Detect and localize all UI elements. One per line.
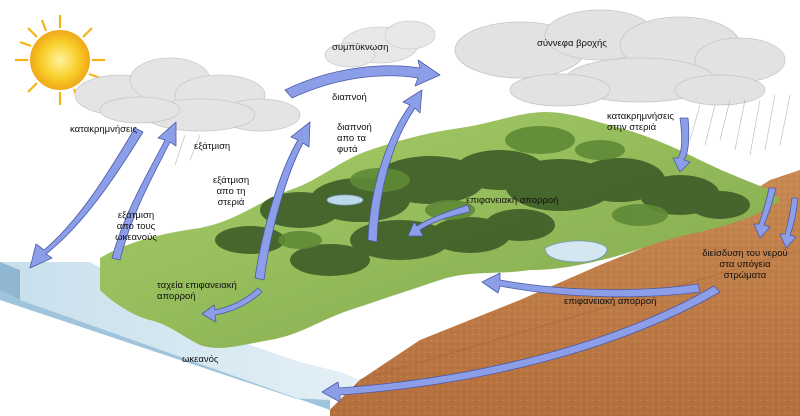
arrow-infiltration-1 <box>753 187 777 239</box>
label-evaporation-oceans: εξάτμιση απο τους ωκεανούς <box>115 210 157 243</box>
arrow-fast-runoff <box>201 287 263 323</box>
label-precipitation-land: κατακρημνήσεις στην στεριά <box>607 111 674 133</box>
arrow-precipitation-land <box>672 117 691 173</box>
arrow-evaporation-ocean <box>111 121 177 261</box>
arrow-evaporation-land <box>254 121 311 281</box>
rain-streaks <box>174 94 791 166</box>
label-surface-runoff-lower: επιφανειακή απορροή <box>564 296 657 307</box>
arrow-runoff-lower <box>481 272 701 298</box>
label-precipitation: κατακρημνήσεις <box>70 124 137 135</box>
cloud-small <box>324 20 436 68</box>
cloud-rain <box>454 9 786 107</box>
cloud-left <box>74 57 301 132</box>
label-plant-transpiration: διαπνοή απο τα φυτά <box>337 122 372 155</box>
arrow-condensation <box>284 59 441 99</box>
label-fast-surface-runoff: ταχεία επιφανειακή απορροή <box>157 280 237 302</box>
arrow-groundwater-return <box>321 285 721 403</box>
label-transpiration: διαπνοή <box>332 92 367 103</box>
arrow-infiltration-2 <box>779 197 799 249</box>
label-condensation: συμπύκνωση <box>332 42 389 53</box>
arrow-precipitation-ocean <box>29 127 144 269</box>
arrow-runoff-upper <box>407 204 471 237</box>
label-evaporation: εξάτμιση <box>194 141 231 152</box>
label-evaporation-land: εξάτμιση απο τη στεριά <box>212 175 250 208</box>
label-rain-clouds: σύννεφα βροχής <box>537 38 607 49</box>
flow-arrows <box>29 59 799 403</box>
sun-icon <box>15 15 105 105</box>
label-groundwater-infiltration: διείσδυση του νερού στα υπόγεια στρώματα <box>702 248 788 281</box>
land-surface <box>100 112 780 348</box>
label-ocean: ωκεανός <box>182 354 219 365</box>
arrow-transpiration <box>367 89 423 243</box>
label-surface-runoff-upper: επιφανειακή απορροή <box>466 195 559 206</box>
